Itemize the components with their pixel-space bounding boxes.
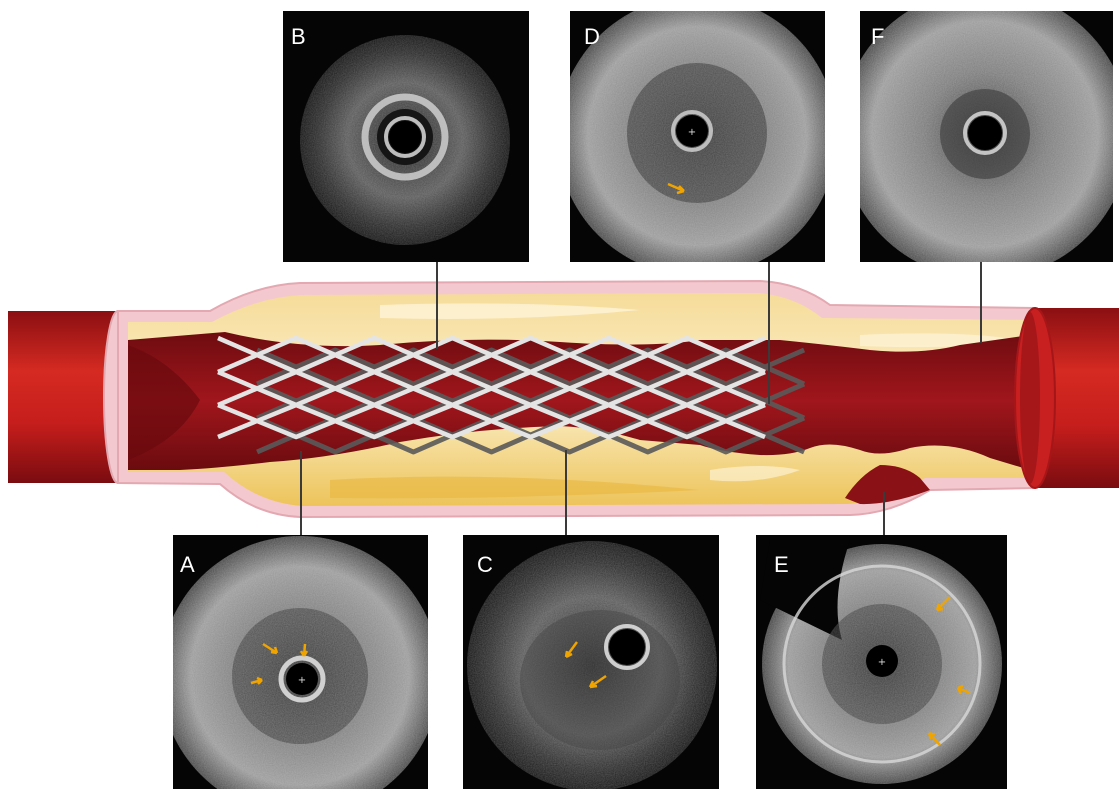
svg-text:+: + — [688, 127, 696, 138]
panel-label-d: D — [584, 24, 600, 49]
ivus-panel-a: + — [160, 535, 440, 789]
svg-text:+: + — [298, 675, 306, 686]
ivus-panel-c — [463, 535, 719, 789]
panel-label-e: E — [774, 552, 789, 577]
panel-label-a: A — [180, 552, 195, 577]
ivus-panel-b — [283, 11, 529, 262]
panel-label-b: B — [291, 24, 306, 49]
vessel-right-opening-shade — [1020, 312, 1040, 484]
panel-label-f: F — [871, 24, 884, 49]
vessel-illustration — [8, 281, 1119, 517]
panel-label-c: C — [477, 552, 493, 577]
ivus-panel-e: + — [756, 535, 1007, 789]
svg-text:+: + — [878, 657, 886, 668]
vessel-left-end — [8, 311, 118, 483]
